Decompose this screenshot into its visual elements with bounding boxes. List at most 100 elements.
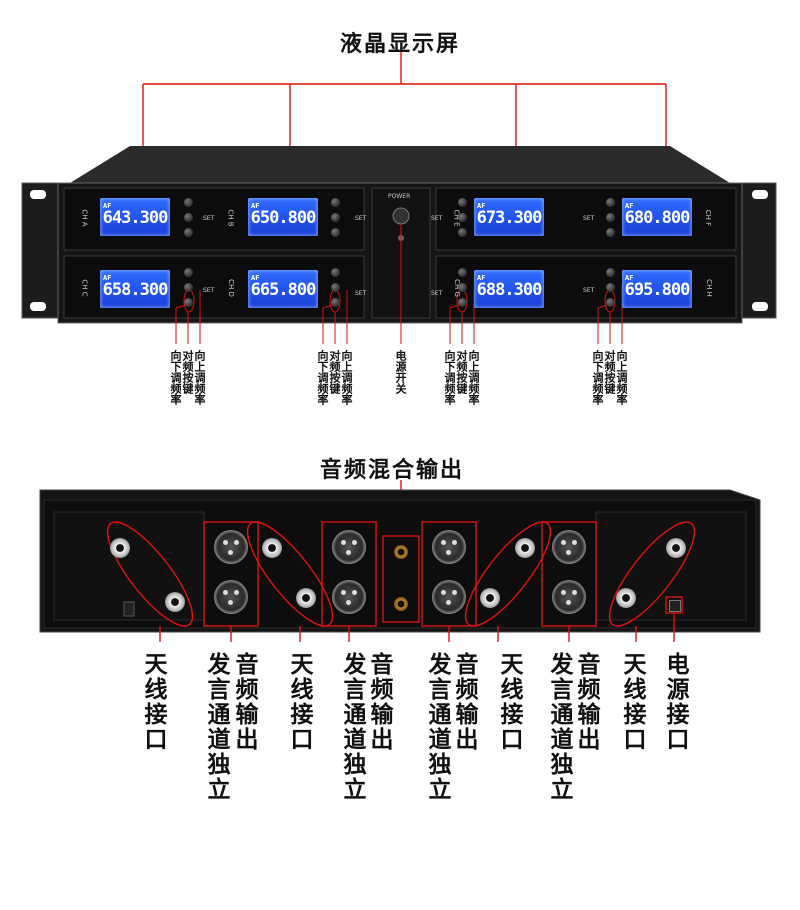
antenna-connector	[296, 588, 316, 608]
set-label: SET	[431, 215, 443, 222]
channel-button[interactable]	[331, 298, 340, 307]
up-frequency-label: 向上调频率	[467, 350, 480, 405]
channel-button[interactable]	[606, 228, 615, 237]
frequency-readout: 650.800	[250, 208, 317, 228]
frequency-readout: 665.800	[250, 280, 317, 300]
antenna-connector	[616, 588, 636, 608]
channel-button[interactable]	[331, 268, 340, 277]
frequency-readout: 680.800	[624, 208, 691, 228]
down-frequency-label: 向下调频率	[591, 350, 604, 405]
up-frequency-label: 向上调频率	[340, 350, 353, 405]
frequency-readout: 695.800	[624, 280, 691, 300]
power-socket	[669, 600, 681, 612]
xlr-output	[214, 530, 248, 564]
audio-output-label: 音频输出	[366, 652, 392, 752]
af-indicator: AF	[625, 274, 634, 282]
af-indicator: AF	[477, 274, 486, 282]
xlr-output	[332, 580, 366, 614]
channel-button[interactable]	[331, 228, 340, 237]
down-frequency-label: 向下调频率	[316, 350, 329, 405]
channel-button[interactable]	[184, 228, 193, 237]
audio-output-label: 音频输出	[573, 652, 599, 752]
set-label: SET	[203, 215, 215, 222]
channel-button[interactable]	[458, 283, 467, 292]
af-indicator: AF	[251, 202, 260, 210]
front-title: 液晶显示屏	[340, 32, 461, 57]
set-label: SET	[355, 290, 367, 297]
down-frequency-label: 向下调频率	[169, 350, 182, 405]
af-indicator: AF	[251, 274, 260, 282]
channel-button[interactable]	[184, 298, 193, 307]
channel-button[interactable]	[606, 298, 615, 307]
channel-button[interactable]	[458, 228, 467, 237]
antenna-port-label: 天线接口	[496, 652, 522, 752]
set-label: SET	[583, 287, 595, 294]
xlr-output	[214, 580, 248, 614]
set-label: SET	[583, 215, 595, 222]
back-title: 音频混合输出	[320, 458, 465, 483]
channel-button[interactable]	[458, 268, 467, 277]
af-indicator: AF	[625, 202, 634, 210]
audio-output-label: 音频输出	[451, 652, 477, 752]
audio-mix-jack	[394, 597, 408, 611]
channel-button[interactable]	[184, 198, 193, 207]
channel-button[interactable]	[458, 213, 467, 222]
power-switch-label: 电源开关	[394, 350, 407, 394]
af-indicator: AF	[103, 274, 112, 282]
channel-button[interactable]	[606, 198, 615, 207]
frequency-readout: 658.300	[102, 280, 169, 300]
antenna-connector	[262, 538, 282, 558]
af-indicator: AF	[477, 202, 486, 210]
xlr-output	[432, 530, 466, 564]
channel-button[interactable]	[458, 198, 467, 207]
pair-button-label: 对频按键	[603, 350, 616, 394]
pair-button-label: 对频按键	[455, 350, 468, 394]
antenna-connector	[666, 538, 686, 558]
down-frequency-label: 向下调频率	[443, 350, 456, 405]
audio-mix-jack	[394, 545, 408, 559]
pair-button-label: 对频按键	[328, 350, 341, 394]
xlr-output	[432, 580, 466, 614]
set-label: SET	[203, 287, 215, 294]
mic-channel-label: 发言通道独立	[203, 652, 229, 802]
power-port-label: 电源接口	[662, 652, 688, 752]
frequency-readout: 643.300	[102, 208, 169, 228]
up-frequency-label: 向上调频率	[615, 350, 628, 405]
set-label: SET	[355, 215, 367, 222]
antenna-port-label: 天线接口	[286, 652, 312, 752]
channel-button[interactable]	[606, 283, 615, 292]
mic-channel-label: 发言通道独立	[339, 652, 365, 802]
antenna-port-label: 天线接口	[619, 652, 645, 752]
channel-button[interactable]	[331, 198, 340, 207]
channel-button[interactable]	[331, 283, 340, 292]
antenna-connector	[165, 592, 185, 612]
set-label: SET	[431, 290, 443, 297]
audio-output-label: 音频输出	[231, 652, 257, 752]
channel-button[interactable]	[331, 213, 340, 222]
channel-button[interactable]	[606, 268, 615, 277]
channel-button[interactable]	[458, 298, 467, 307]
channel-button[interactable]	[184, 283, 193, 292]
up-frequency-label: 向上调频率	[193, 350, 206, 405]
af-indicator: AF	[103, 202, 112, 210]
power-label: POWER	[388, 193, 411, 200]
antenna-connector	[110, 538, 130, 558]
frequency-readout: 688.300	[476, 280, 543, 300]
xlr-output	[332, 530, 366, 564]
channel-button[interactable]	[184, 213, 193, 222]
pair-button-label: 对频按键	[181, 350, 194, 394]
antenna-connector	[515, 538, 535, 558]
xlr-output	[552, 530, 586, 564]
antenna-connector	[480, 588, 500, 608]
channel-button[interactable]	[184, 268, 193, 277]
channel-button[interactable]	[606, 213, 615, 222]
